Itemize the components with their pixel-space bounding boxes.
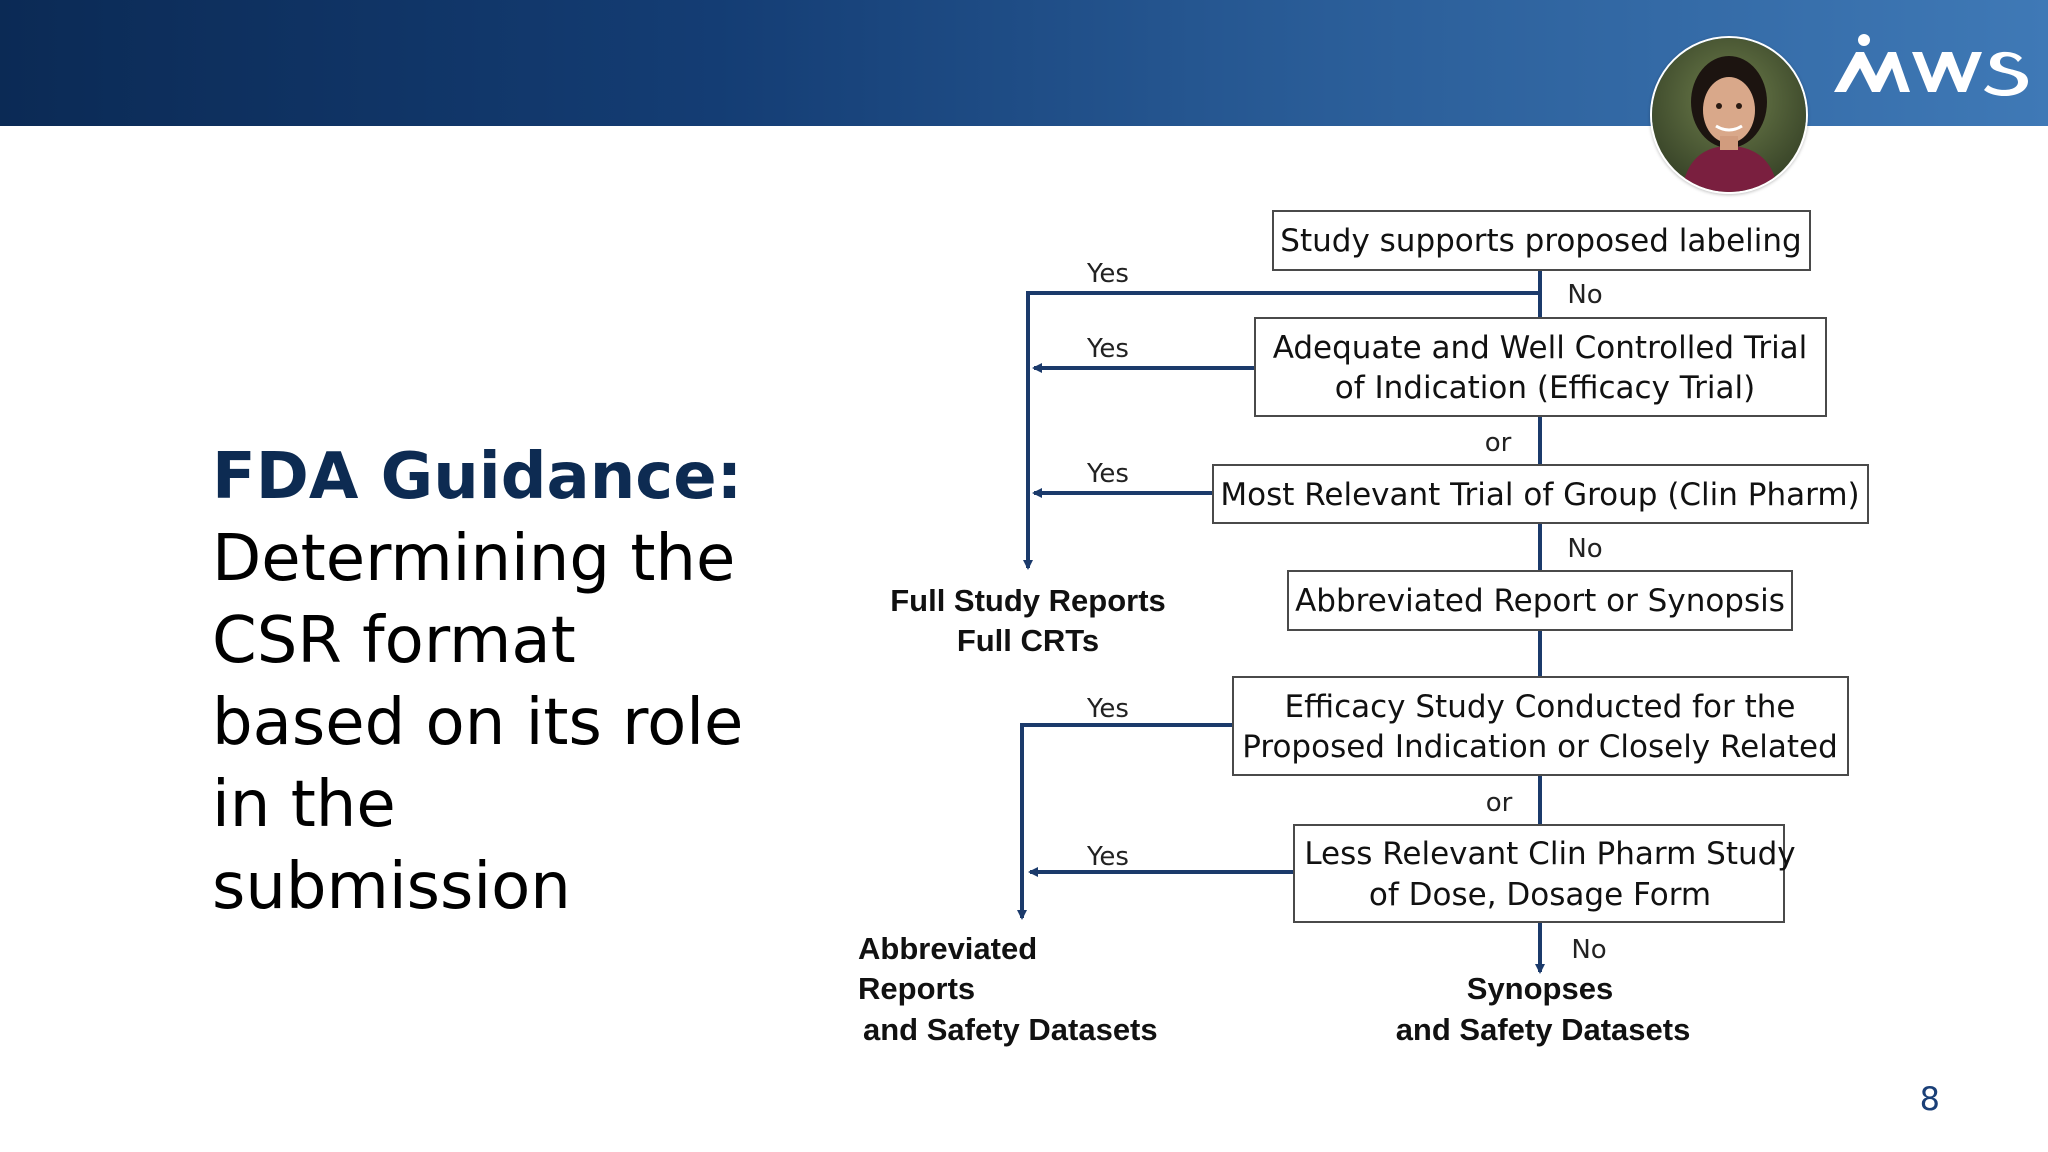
slide-title: FDA Guidance: Determining the CSR format… [212, 436, 772, 928]
yes-label: Yes [1086, 459, 1129, 489]
outcome-text: Full Study Reports [890, 583, 1166, 618]
edge-labels: Yes Yes Yes Yes Yes No No No or or [1086, 259, 1607, 965]
title-bold-line: FDA Guidance: [212, 440, 743, 514]
box-text: Efficacy Study Conducted for the [1285, 689, 1796, 725]
outcome-text: Abbreviated [858, 931, 1037, 966]
yes-label: Yes [1086, 694, 1129, 724]
flow-box-less-relevant: Less Relevant Clin Pharm Study of Dose, … [1293, 824, 1796, 923]
outcome-text: Synopses [1467, 971, 1613, 1006]
outcome-text: and Safety Datasets [863, 1012, 1158, 1047]
outcome-full-reports: Full Study Reports Full CRTs [890, 583, 1166, 658]
flow-box-study-supports: Study supports proposed labeling [1272, 210, 1811, 271]
box-text: Study supports proposed labeling [1280, 223, 1801, 259]
or-label: or [1486, 788, 1513, 818]
no-label: No [1567, 280, 1602, 310]
presenter-avatar [1650, 36, 1808, 194]
box-text: Most Relevant Trial of Group (Clin Pharm… [1220, 477, 1859, 513]
box-text: Abbreviated Report or Synopsis [1295, 583, 1785, 619]
outcome-text: and Safety Datasets [1396, 1012, 1691, 1047]
flow-box-adequate-trial: Adequate and Well Controlled Trial of In… [1254, 317, 1827, 417]
yes-connector-4 [1017, 723, 1233, 920]
title-line: CSR format [212, 604, 576, 678]
csr-format-flowchart: Study supports proposed labeling Adequat… [858, 210, 1869, 1047]
or-label: or [1485, 428, 1512, 458]
box-text: Less Relevant Clin Pharm Study [1304, 836, 1795, 872]
yes-label: Yes [1086, 334, 1129, 364]
outcome-text: Full CRTs [957, 623, 1099, 658]
outcome-abbreviated-reports: Abbreviated Reports and Safety Datasets [858, 931, 1158, 1047]
box-text: Adequate and Well Controlled Trial [1273, 330, 1808, 366]
page-number: 8 [1919, 1080, 1940, 1118]
no-label: No [1571, 935, 1606, 965]
box-text: of Indication (Efficacy Trial) [1335, 370, 1755, 406]
amws-logo [1834, 34, 2028, 97]
yes-label: Yes [1086, 842, 1129, 872]
box-text: Proposed Indication or Closely Related [1242, 729, 1838, 765]
flow-box-abbreviated-report: Abbreviated Report or Synopsis [1287, 570, 1793, 631]
yes-label: Yes [1086, 259, 1129, 289]
yes-connector-1 [1023, 291, 1540, 570]
connectors [1017, 270, 1545, 974]
title-line: Determining the [212, 522, 736, 596]
flow-box-efficacy-study: Efficacy Study Conducted for the Propose… [1232, 676, 1849, 776]
title-line: in the submission [212, 768, 571, 924]
outcome-text: Reports [858, 971, 975, 1006]
flow-box-most-relevant: Most Relevant Trial of Group (Clin Pharm… [1212, 464, 1869, 524]
no-label: No [1567, 534, 1602, 564]
outcome-synopses: Synopses and Safety Datasets [1396, 971, 1691, 1047]
title-line: based on its role [212, 686, 744, 760]
box-text: of Dose, Dosage Form [1369, 877, 1711, 913]
